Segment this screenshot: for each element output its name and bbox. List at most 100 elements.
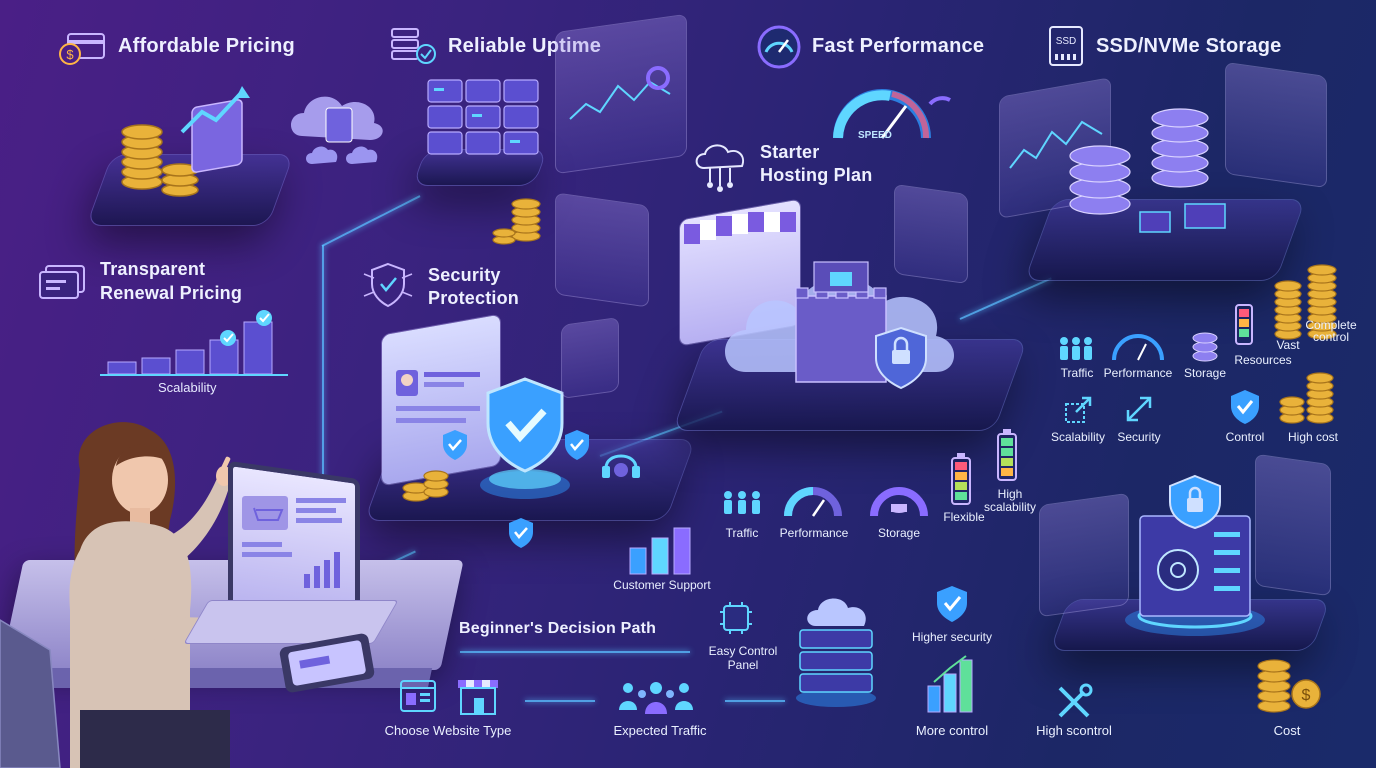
feature-ssd-storage: SSD/NVMe Storage	[1096, 35, 1282, 57]
server-rack-illustration	[427, 79, 539, 155]
right-security-label: Security	[1117, 430, 1161, 444]
right-storage-icon	[1192, 332, 1218, 362]
coins-security	[402, 470, 449, 502]
right-traffic-label: Traffic	[1060, 366, 1094, 380]
higher-security-label: Higher security	[911, 630, 993, 644]
small-shield-bottom	[509, 518, 533, 548]
path-arrow-2	[525, 700, 595, 702]
coins-stack-2	[492, 198, 541, 245]
website-window-icon	[400, 680, 436, 712]
big-shield-illustration	[480, 377, 570, 499]
checklist-panel	[556, 193, 648, 307]
uptime-dashboard-chart	[569, 66, 671, 120]
traffic-people-icon	[724, 491, 760, 514]
ssd-database-stacks	[1069, 108, 1226, 233]
renewal-card-icon	[39, 265, 85, 299]
feature-starter-line2: Hosting Plan	[760, 165, 873, 185]
svg-text:$: $	[66, 47, 74, 62]
ssd-icon: SSD	[1049, 26, 1083, 66]
easy-control-line1: Easy Control	[708, 644, 778, 658]
mid-traffic-label: Traffic	[725, 526, 759, 540]
speed-label: SPEED	[858, 130, 892, 141]
control-panel-chip-icon	[720, 602, 752, 634]
mid-flexible-label: Flexible	[943, 510, 985, 524]
coins-card-illustration	[121, 86, 250, 197]
shop-awning-illustration	[684, 212, 796, 244]
connector-to-ssd	[959, 277, 1052, 320]
gear-panel	[562, 318, 618, 398]
performance-gauge-icon	[784, 487, 842, 517]
scalability-bars	[100, 310, 288, 376]
high-scontrol-label: High scontrol	[1036, 723, 1112, 738]
dollar-card-icon: $	[59, 33, 105, 65]
right-vast-label: Vast	[1276, 338, 1300, 352]
easy-control-line2: Panel	[727, 658, 759, 672]
server-check-icon	[391, 28, 436, 64]
right-resources-label: Resources	[1234, 353, 1292, 367]
cost-coins-icon: $	[1257, 659, 1321, 713]
right-scalability-label: Scalability	[1050, 430, 1106, 444]
profile-screen-content	[396, 370, 480, 423]
mid-scalability-label: scalability	[983, 500, 1037, 514]
smartphone-icon	[279, 633, 375, 693]
right-coins-tall	[1274, 264, 1337, 340]
right-coins-high-cost	[1279, 372, 1334, 424]
feature-renewal-line1: Transparent	[100, 259, 206, 279]
right-control-shield-icon	[1231, 390, 1259, 424]
small-shield-right	[565, 430, 589, 460]
connector-to-uptime	[321, 195, 421, 247]
cost-label: Cost	[1273, 723, 1301, 738]
feature-reliable-uptime: Reliable Uptime	[448, 35, 602, 57]
office-chair	[0, 619, 61, 768]
high-scalability-battery-icon	[997, 429, 1017, 481]
wrench-screwdriver-icon	[1058, 683, 1093, 718]
cloud-server-illustration	[290, 96, 383, 164]
network-panel	[895, 184, 967, 284]
right-traffic-people-icon	[1060, 337, 1092, 360]
mid-high-label: High	[997, 487, 1023, 501]
feature-security-line2: Protection	[428, 288, 520, 308]
shield-check-icon	[363, 262, 413, 308]
feature-security-line1: Security	[428, 265, 501, 285]
scalability-label: Scalability	[158, 380, 217, 395]
cloud-server-stack-illustration	[796, 598, 876, 707]
headset-support-icon	[602, 454, 640, 478]
mid-storage-label: Storage	[877, 526, 921, 540]
right-control-label: control	[1312, 330, 1350, 344]
right-scalability-icon	[1065, 396, 1092, 423]
customer-support-bars	[629, 527, 691, 575]
right-high-cost-label: High cost	[1287, 430, 1339, 444]
feature-renewal-line2: Renewal Pricing	[100, 283, 243, 303]
right-complete-label: Complete	[1305, 318, 1357, 332]
more-control-label: More control	[915, 723, 989, 738]
woman-user-illustration	[69, 422, 260, 768]
higher-security-shield-icon	[937, 586, 967, 622]
path-arrow-1	[460, 651, 690, 653]
expected-traffic-label: Expected Traffic	[613, 723, 707, 738]
right-storage-label: Storage	[1183, 366, 1227, 380]
feature-starter-line1: Starter	[760, 142, 820, 162]
laptop-screen-content	[242, 496, 346, 588]
customer-support-label: Customer Support	[613, 578, 711, 592]
ssd-chart-lines	[1009, 120, 1103, 169]
vault-server-illustration	[1125, 474, 1265, 636]
beginners-path-title: Beginner's Decision Path	[459, 620, 657, 637]
castle-cloud-illustration	[725, 261, 954, 390]
right-control-label-2: Control	[1225, 430, 1265, 444]
connector-vertical	[322, 245, 324, 575]
ssd-chart-panel-2	[1226, 62, 1326, 188]
feature-affordable-pricing: Affordable Pricing	[118, 35, 295, 57]
mid-performance-label: Performance	[779, 526, 849, 540]
path-arrow-3	[725, 700, 785, 702]
more-control-bars-icon	[927, 655, 973, 713]
svg-text:$: $	[1302, 687, 1311, 704]
right-security-arrow-icon	[1126, 396, 1152, 422]
feature-fast-performance: Fast Performance	[812, 35, 985, 57]
expected-traffic-people-icon	[619, 682, 693, 714]
choose-website-type-label: Choose Website Type	[384, 723, 512, 738]
small-shield-left	[443, 430, 467, 460]
cloud-network-icon	[695, 144, 744, 192]
ssd-chip-text: SSD	[1056, 36, 1077, 47]
storage-gauge-icon	[870, 487, 928, 517]
